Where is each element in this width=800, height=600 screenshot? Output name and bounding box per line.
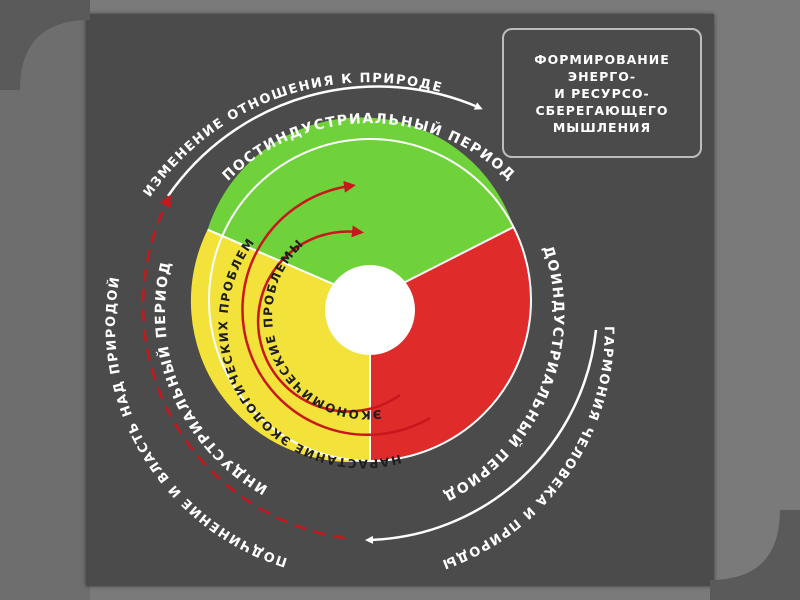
change-relationship-arrow xyxy=(166,85,483,197)
resource-saving-thinking-box: ФОРМИРОВАНИЕ ЭНЕРГО- И РЕСУРСО- СБЕРЕГАЮ… xyxy=(502,28,702,158)
corner-decoration-bottom-right xyxy=(710,510,800,600)
sector-outline xyxy=(208,138,532,462)
center-circle xyxy=(325,265,415,355)
subjugation-arrow xyxy=(141,194,346,540)
resource-saving-thinking-text: ФОРМИРОВАНИЕ ЭНЕРГО- И РЕСУРСО- СБЕРЕГАЮ… xyxy=(534,51,670,135)
sector-preindustrial xyxy=(370,227,532,462)
economic-problems-arrow xyxy=(256,225,401,413)
sector-industrial xyxy=(190,229,370,463)
ecological-problems-arrow xyxy=(241,180,431,437)
background-margin xyxy=(0,0,90,600)
harmony-arrow xyxy=(365,329,598,544)
corner-decoration-top-left xyxy=(0,0,90,90)
